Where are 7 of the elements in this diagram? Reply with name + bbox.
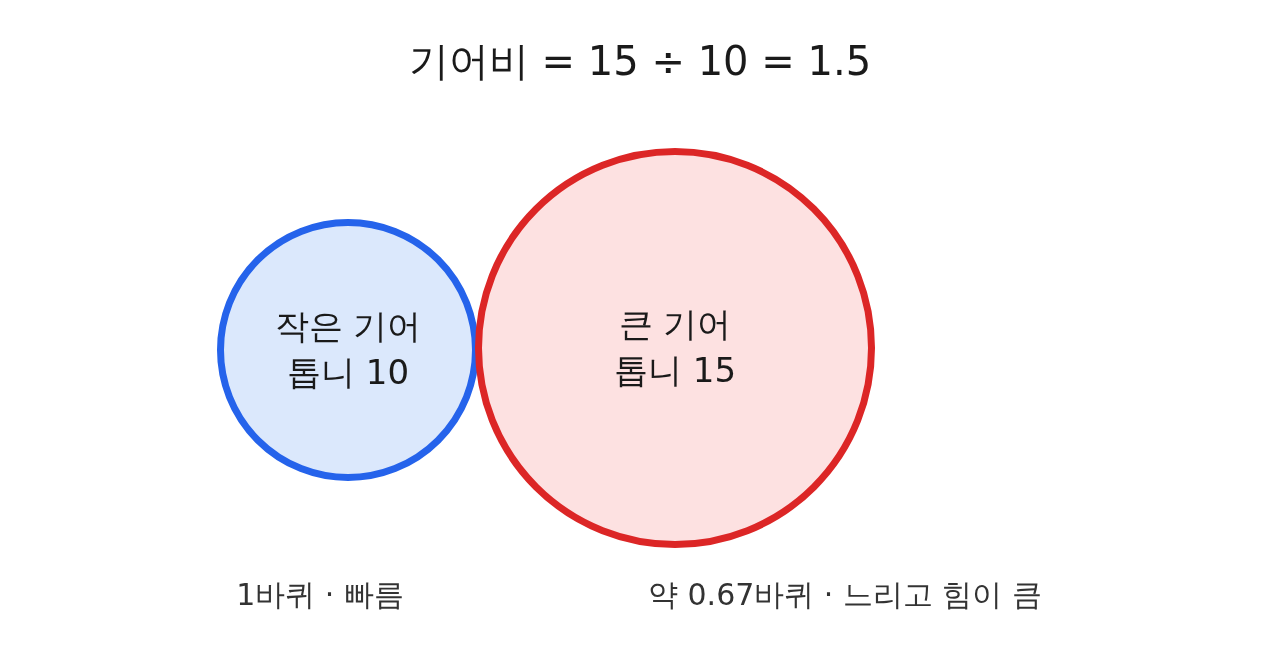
formula-title: 기어비 = 15 ÷ 10 = 1.5 (408, 37, 872, 86)
rotation-note: 약 0.67바퀴 · 느리고 힘이 큼 (647, 576, 1043, 614)
rotation-note: 1바퀴 · 빠름 (235, 576, 405, 614)
gear-label: 톱니 10 (286, 351, 410, 394)
gear-label: 큰 기어 (618, 303, 732, 347)
gear-label: 톱니 15 (613, 349, 737, 392)
gear-label: 작은 기어 (274, 305, 422, 349)
